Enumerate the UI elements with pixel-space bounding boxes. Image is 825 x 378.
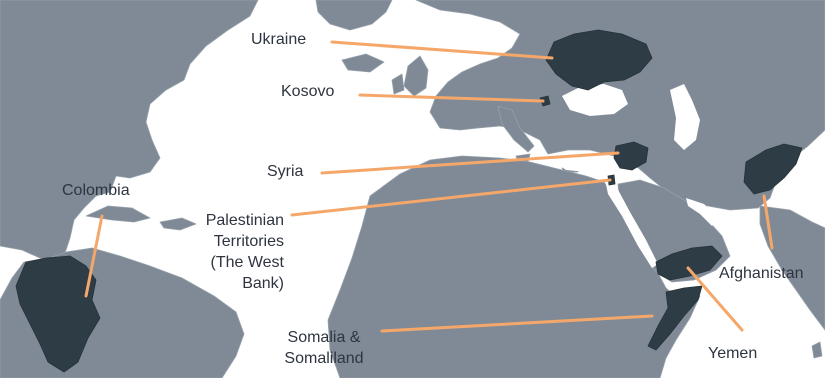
- leader-line-kosovo: [358, 93, 545, 103]
- persian-gulf: [686, 198, 718, 226]
- leader-line-afghanistan: [762, 194, 774, 250]
- hispaniola-island: [159, 217, 197, 231]
- red-sea: [606, 184, 658, 268]
- greenland-landmass: [315, 0, 393, 31]
- leader-line-colombia: [84, 214, 104, 298]
- label-yemen: Yemen: [708, 345, 758, 362]
- italy-peninsula: [497, 105, 535, 153]
- label-palestinian-territories: Palestinian Territories (The West Bank): [205, 212, 284, 292]
- leader-line-somalia: [380, 314, 654, 333]
- label-afghanistan: Afghanistan: [719, 265, 804, 282]
- label-colombia: Colombia: [62, 182, 130, 199]
- iceland-island: [341, 53, 385, 73]
- india-subcontinent: [759, 205, 825, 331]
- label-kosovo: Kosovo: [281, 83, 335, 100]
- leader-line-palestinian: [290, 178, 612, 217]
- british-isles: [403, 55, 429, 97]
- afghanistan-country: [743, 143, 803, 195]
- mediterranean-sea-east: [548, 156, 616, 172]
- label-ukraine: Ukraine: [251, 31, 307, 48]
- caspian-sea: [670, 84, 700, 150]
- colombia-country: [15, 255, 101, 373]
- leader-line-ukraine: [330, 40, 554, 60]
- leader-line-yemen: [686, 266, 744, 332]
- kosovo-country: [539, 95, 551, 107]
- ukraine-country: [545, 29, 653, 91]
- somalia-somaliland-country: [647, 285, 703, 351]
- label-somalia-somaliland: Somalia & Somaliland: [284, 329, 364, 367]
- syria-country: [613, 141, 649, 171]
- leader-line-syria: [320, 151, 620, 175]
- sri-lanka-island: [811, 341, 823, 359]
- label-syria: Syria: [267, 163, 304, 180]
- yemen-country: [655, 245, 723, 281]
- black-sea: [562, 84, 628, 116]
- ireland-island: [391, 73, 405, 95]
